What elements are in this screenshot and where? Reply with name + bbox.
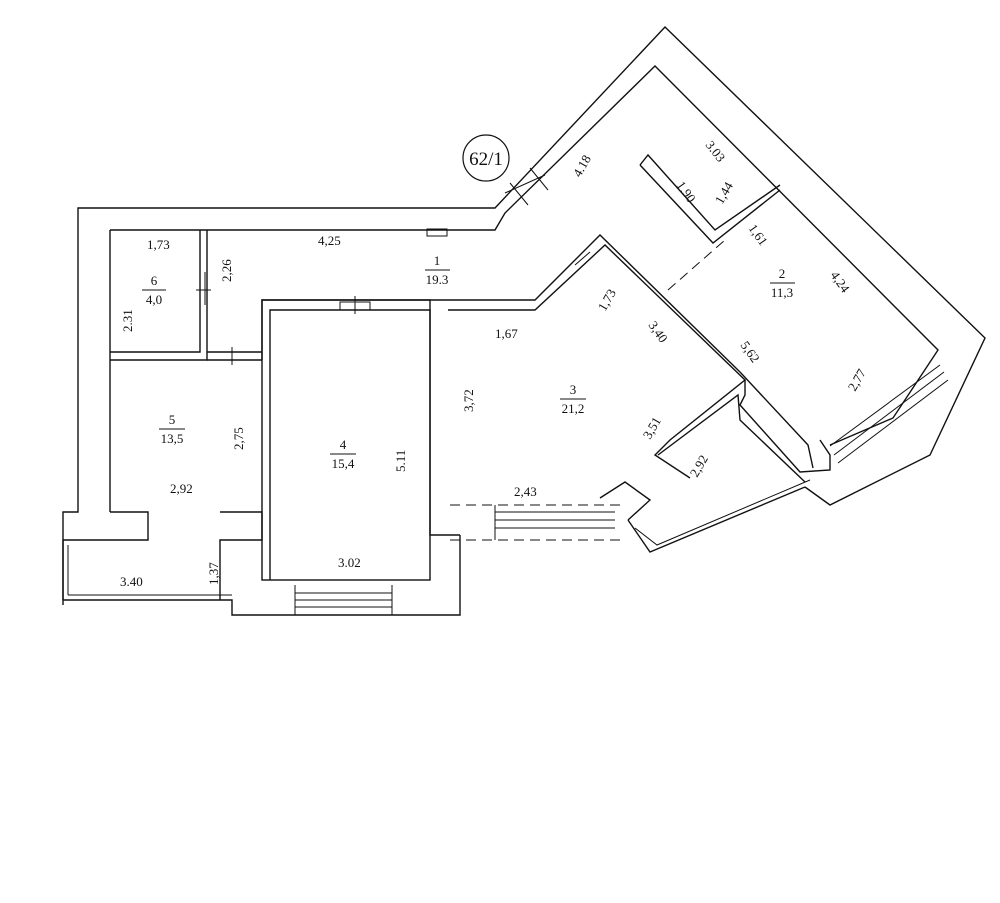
- room-label-6: 6 4,0: [142, 273, 166, 307]
- entry-marks: [504, 167, 549, 206]
- apartment-label: 62/1: [462, 134, 510, 182]
- dim-173b: 1,73: [595, 286, 619, 313]
- dim-302: 3.02: [338, 555, 361, 570]
- room-label-3: 3 21,2: [560, 382, 586, 416]
- room-2-area: 11,3: [771, 285, 793, 300]
- dim-161: 1,61: [746, 221, 771, 248]
- room-1-walls: [426, 228, 747, 479]
- outer-wall-outline: [62, 26, 986, 600]
- dim-144: 1,44: [712, 179, 737, 207]
- dim-190: 1.90: [674, 178, 699, 205]
- terrace: [450, 504, 620, 541]
- dim-424: 4,24: [828, 268, 854, 296]
- dim-351: 3,51: [640, 414, 664, 441]
- dim-340a: 3.40: [120, 574, 143, 589]
- dim-425: 4,25: [318, 233, 341, 248]
- dim-303: 3.03: [703, 138, 729, 165]
- dim-292: 2,92: [687, 452, 711, 479]
- room-2-number: 2: [779, 266, 786, 281]
- room-2-walls: [639, 153, 949, 464]
- room-6-number: 6: [151, 273, 158, 288]
- room-3-area: 21,2: [562, 401, 585, 416]
- dim-275: 2,75: [231, 427, 246, 450]
- apartment-circle: [462, 134, 510, 182]
- outer-walls: [62, 26, 986, 616]
- room-1-area: 19.3: [426, 272, 449, 287]
- dim-340b: 3,40: [646, 318, 671, 345]
- inner-wall-outline: [110, 65, 939, 446]
- dim-277: 2,77: [845, 366, 870, 394]
- room-label-4: 4 15,4: [330, 437, 356, 471]
- dim-418: 4.18: [570, 152, 594, 179]
- room-4-number: 4: [340, 437, 347, 452]
- dim-243: 2,43: [514, 484, 537, 499]
- room-5-walls: [207, 347, 263, 600]
- room-3-number: 3: [570, 382, 577, 397]
- apartment-number: 62/1: [469, 149, 503, 170]
- room-label-2: 2 11,3: [770, 266, 795, 300]
- dim-137: 1,37: [206, 562, 221, 585]
- room-label-1: 1 19.3: [425, 253, 450, 287]
- room-6-area: 4,0: [146, 292, 162, 307]
- dim-562: 5,62: [738, 338, 763, 365]
- dim-372: 3,72: [461, 389, 476, 412]
- room-4-walls: [261, 234, 741, 615]
- dim-226: 2,26: [219, 259, 234, 282]
- room-3-walls: [574, 251, 831, 553]
- dim-511: 5.11: [393, 450, 408, 472]
- dim-231: 2.31: [120, 309, 135, 332]
- balcony-bottom: [63, 535, 461, 616]
- left-stub: [63, 511, 149, 541]
- room-4-area: 15,4: [332, 456, 355, 471]
- dim-167: 1,67: [495, 326, 518, 341]
- room-1-number: 1: [434, 253, 441, 268]
- room-label-5: 5 13,5: [159, 412, 185, 446]
- dim-173a: 1,73: [147, 237, 170, 252]
- room-5-area: 13,5: [161, 431, 184, 446]
- room-5-number: 5: [169, 412, 176, 427]
- dim-292b: 2,92: [170, 481, 193, 496]
